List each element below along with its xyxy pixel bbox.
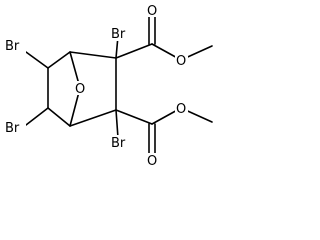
atom-ester-o-top: O (176, 54, 186, 69)
bond-ring-4 (69, 109, 117, 127)
atom-carbonyl-o-bottom: O (147, 154, 157, 169)
atom-labels: Br Br Br Br O O O O O (4, 3, 188, 169)
bond-br-left-bottom (25, 107, 49, 126)
atom-oxygen-bridge: O (75, 82, 85, 97)
structure-diagram: Br Br Br Br O O O O O (4, 3, 213, 169)
bond-br-bottom-right (115, 109, 119, 139)
bond-br-left-top (25, 51, 49, 69)
atom-br-top-right: Br (111, 27, 126, 42)
atom-br-left-top: Br (5, 39, 20, 54)
bond-ring-1 (47, 51, 71, 69)
bond-ring-2 (69, 51, 117, 59)
bonds (25, 15, 213, 155)
atom-br-left-bottom: Br (5, 121, 20, 136)
atom-br-bottom-right: Br (111, 136, 126, 151)
bond-ester-top-c (115, 43, 153, 59)
bond-ring-5 (47, 107, 71, 127)
bond-ester-bottom-c (115, 109, 153, 125)
atom-ester-o-bottom: O (176, 102, 186, 117)
atom-carbonyl-o-top: O (147, 4, 157, 19)
